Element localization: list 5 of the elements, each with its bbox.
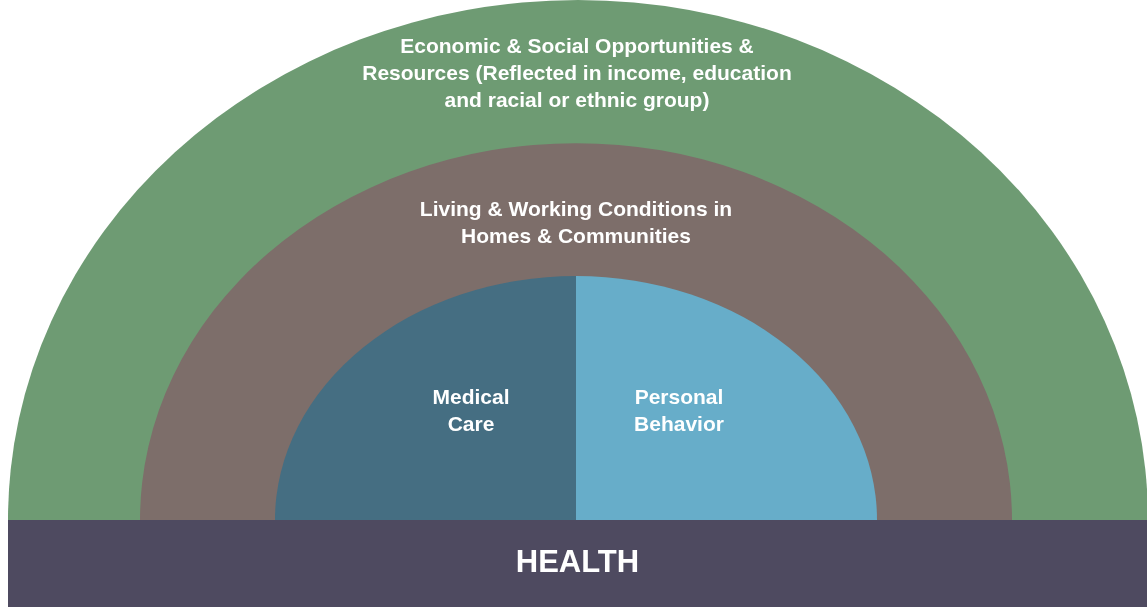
- band-label: Medical Care: [431, 384, 511, 437]
- band-label: Personal Behavior: [633, 384, 725, 437]
- band-label: Economic & Social Opportunities & Resources (Reflected in income, education and racial or ethnic group): [361, 33, 793, 113]
- band-label: Living & Working Conditions in Homes & Communities: [418, 196, 734, 249]
- band-label: HEALTH: [514, 543, 641, 581]
